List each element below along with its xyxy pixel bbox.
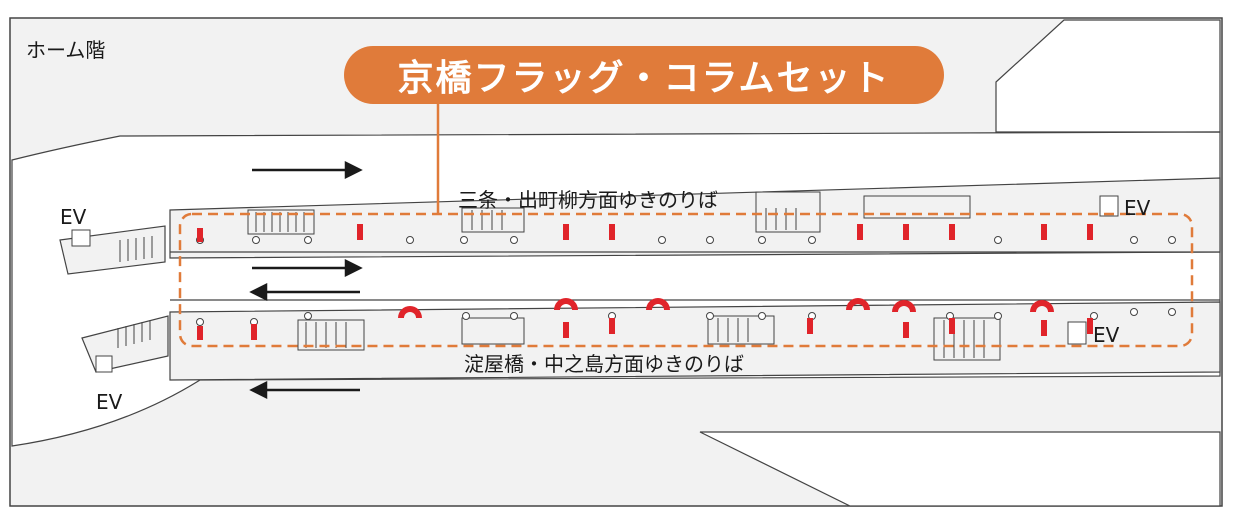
title-badge: 京橋フラッグ・コラムセット (344, 46, 944, 104)
elevator-label-right-bottom: EV (1093, 323, 1120, 347)
ev-box-left-top (71, 229, 91, 247)
elevator-label-left-bottom: EV (96, 390, 123, 414)
platform-lower-label: 淀屋橋・中之島方面ゆきのりば (464, 352, 744, 376)
flag-column-markers (197, 224, 1093, 340)
platform-upper-label: 三条・出町柳方面ゆきのりば (458, 188, 718, 212)
highlight-zone (178, 212, 1194, 348)
ev-box-left-bottom (95, 355, 113, 373)
flag-half-round-markers (398, 298, 1054, 318)
corridor-top-right (995, 19, 1221, 133)
stair-steps-left (117, 236, 153, 348)
floor-label: ホーム階 (26, 38, 106, 62)
platform-posts (196, 236, 1176, 326)
direction-arrows (249, 160, 363, 400)
ev-box-right-bottom (1067, 321, 1087, 345)
platform-stairs (247, 191, 1001, 361)
ev-box-right-top (1099, 195, 1119, 217)
corridor-bottom-right (699, 431, 1221, 507)
elevator-label-right-top: EV (1124, 196, 1151, 220)
elevator-label-left-top: EV (60, 205, 87, 229)
